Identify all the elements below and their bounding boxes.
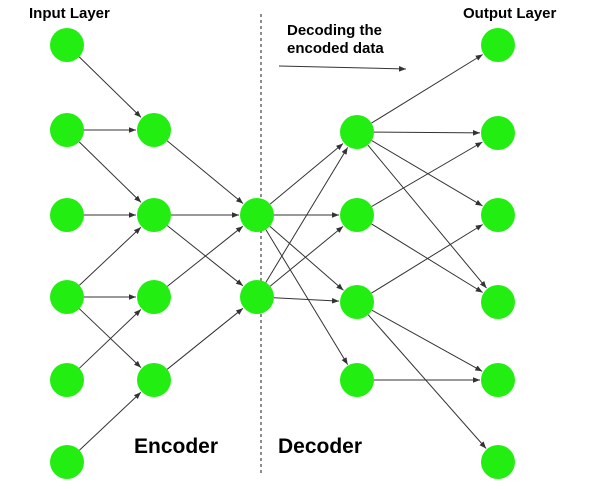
decoder-hidden-node-2 xyxy=(340,198,374,232)
decoding-caption-line1: Decoding the xyxy=(287,22,383,39)
connection-1-2-to-2-0 xyxy=(166,225,244,287)
output-node-5 xyxy=(481,363,515,397)
decoder-hidden-node-1 xyxy=(340,115,374,149)
decoding-caption-line2: encoded data xyxy=(287,40,384,57)
output-node-2 xyxy=(481,116,515,150)
input-node-6 xyxy=(50,445,84,479)
input-node-4 xyxy=(50,280,84,314)
connection-1-3-to-2-1 xyxy=(166,307,244,370)
connection-0-4-to-1-2 xyxy=(78,309,142,369)
encoder-hidden-node-4 xyxy=(137,363,171,397)
output-layer-label: Output Layer xyxy=(463,5,557,22)
encoder-hidden-node-1 xyxy=(137,113,171,147)
encoder-label: Encoder xyxy=(134,435,219,458)
connection-3-1-to-4-1 xyxy=(371,141,483,207)
input-layer-label: Input Layer xyxy=(29,5,110,22)
connection-0-3-to-1-1 xyxy=(79,226,142,286)
connection-3-1-to-4-3 xyxy=(371,223,483,293)
input-node-3 xyxy=(50,198,84,232)
decoding-direction-arrow xyxy=(278,65,407,72)
connection-2-1-to-3-0 xyxy=(265,147,349,283)
input-node-1 xyxy=(50,28,84,62)
connection-0-5-to-1-3 xyxy=(79,391,142,451)
input-node-2 xyxy=(50,113,84,147)
input-node-5 xyxy=(50,363,84,397)
output-node-6 xyxy=(481,445,515,479)
connection-2-0-to-3-0 xyxy=(269,143,344,205)
connection-0-0-to-1-0 xyxy=(78,56,142,118)
connection-0-1-to-1-1 xyxy=(78,141,142,203)
connection-2-0-to-3-3 xyxy=(265,229,349,365)
decoder-label: Decoder xyxy=(278,435,363,458)
output-node-4 xyxy=(481,285,515,319)
connection-1-0-to-2-0 xyxy=(166,140,244,204)
connection-2-1-to-3-2 xyxy=(273,297,340,304)
connection-2-1-to-3-1 xyxy=(269,226,344,287)
connection-3-0-to-4-1 xyxy=(373,130,481,136)
connection-3-0-to-4-2 xyxy=(371,140,483,207)
connection-3-0-to-4-0 xyxy=(371,54,483,124)
connection-3-2-to-4-2 xyxy=(371,224,483,294)
code-node-2 xyxy=(240,280,274,314)
connection-0-3-to-1-3 xyxy=(78,308,142,368)
output-node-3 xyxy=(481,198,515,232)
connection-3-2-to-4-4 xyxy=(371,309,483,372)
encoder-hidden-node-3 xyxy=(137,280,171,314)
connection-2-0-to-3-2 xyxy=(269,225,344,291)
connection-3-2-to-4-5 xyxy=(367,314,487,449)
output-node-1 xyxy=(481,28,515,62)
decoder-hidden-node-3 xyxy=(340,285,374,319)
neurons xyxy=(50,28,515,479)
code-node-1 xyxy=(240,198,274,232)
connection-3-0-to-4-3 xyxy=(367,144,487,289)
connections xyxy=(78,54,487,451)
encoder-hidden-node-2 xyxy=(137,198,171,232)
decoder-hidden-node-4 xyxy=(340,363,374,397)
